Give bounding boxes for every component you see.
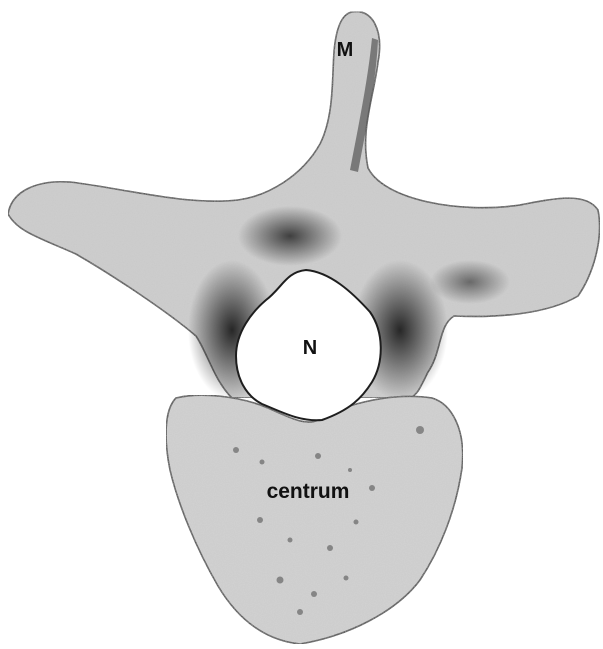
process-shadow-right <box>430 260 510 304</box>
arch-shadow-top <box>238 206 342 266</box>
spine-label: M <box>337 39 354 61</box>
centrum-label: centrum <box>267 480 350 503</box>
canal-label: N <box>303 337 317 359</box>
